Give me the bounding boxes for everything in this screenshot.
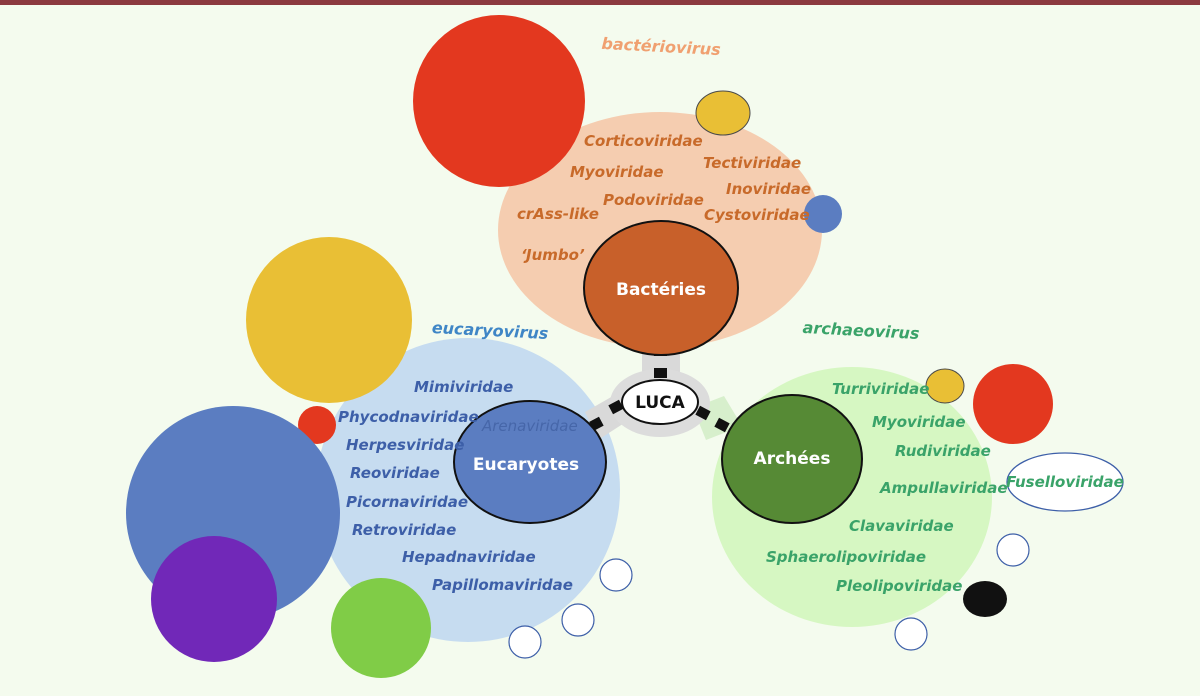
family-label: Herpesviridae bbox=[346, 436, 464, 454]
bacteria-red-circle bbox=[413, 15, 585, 187]
archaea-empty-circle-1 bbox=[996, 533, 1030, 567]
family-label: Phycodnaviridae bbox=[338, 408, 479, 426]
eukaryote-empty-circle-1 bbox=[599, 558, 633, 592]
bacteria-domain-circle bbox=[583, 220, 739, 356]
fuselloviridae-outline bbox=[1006, 452, 1124, 512]
archaea-family-labels: Turriviridae Myoviridae Rudiviridae Ampu… bbox=[766, 380, 1124, 595]
bacteria-family-labels: Corticoviridae Myoviridae Tectiviridae I… bbox=[517, 132, 811, 264]
archaea-empty-circle-2 bbox=[894, 617, 928, 651]
eukaryote-yellow-circle bbox=[246, 237, 412, 403]
archaea-group-label: archaeovirus bbox=[802, 318, 920, 343]
bacteria-blue-circle bbox=[804, 195, 842, 233]
family-label: Inoviridae bbox=[726, 180, 811, 198]
family-label: Podoviridae bbox=[603, 191, 704, 209]
family-label: Hepadnaviridae bbox=[402, 548, 536, 566]
eukaryote-domain-circle bbox=[453, 400, 607, 524]
luca-node bbox=[621, 379, 699, 425]
eukaryote-red-circle bbox=[298, 406, 336, 444]
family-label: Arenaviridae bbox=[481, 417, 578, 435]
luca-label: LUCA bbox=[635, 393, 686, 413]
eukaryote-domain-label: Eucaryotes bbox=[473, 455, 579, 475]
bacteria-group-label: bactériovirus bbox=[601, 34, 721, 59]
archaea-yellow-circle bbox=[925, 368, 965, 404]
bacteria-domain-label: Bactéries bbox=[616, 280, 706, 300]
family-label: Myoviridae bbox=[570, 163, 664, 181]
archaea-red-circle bbox=[973, 364, 1053, 444]
eukaryote-empty-circle-2 bbox=[561, 603, 595, 637]
family-label: Tectiviridae bbox=[703, 154, 801, 172]
family-label: Ampullaviridae bbox=[879, 479, 1008, 497]
eukaryote-green-circle bbox=[331, 578, 431, 678]
family-label: Cystoviridae bbox=[704, 206, 810, 224]
family-label: Reoviridae bbox=[350, 464, 440, 482]
eukaryote-purple-circle bbox=[151, 536, 277, 662]
top-border bbox=[0, 0, 1200, 5]
family-label: Picornaviridae bbox=[346, 493, 468, 511]
bacteria-yellow-circle bbox=[695, 90, 751, 136]
family-label: Retroviridae bbox=[352, 521, 456, 539]
archaea-domain-label: Archées bbox=[754, 449, 831, 469]
family-label: Mimiviridae bbox=[414, 378, 513, 396]
archaea-black-circle bbox=[963, 581, 1007, 617]
family-label: Rudiviridae bbox=[895, 442, 991, 460]
archaea-domain-circle bbox=[721, 394, 863, 524]
family-label: Turriviridae bbox=[832, 380, 929, 398]
family-label: Corticoviridae bbox=[584, 132, 703, 150]
eukaryote-family-labels: Mimiviridae Phycodnaviridae Arenaviridae… bbox=[338, 378, 578, 594]
family-label: Clavaviridae bbox=[849, 517, 954, 535]
family-label: Papillomaviridae bbox=[432, 576, 573, 594]
family-label: ‘Jumbo’ bbox=[521, 246, 585, 264]
virus-particles bbox=[126, 15, 1124, 678]
eukaryote-empty-circle-3 bbox=[508, 625, 542, 659]
family-label: Pleolipoviridae bbox=[836, 577, 962, 595]
family-label: Myoviridae bbox=[872, 413, 966, 431]
family-label: Sphaerolipoviridae bbox=[766, 548, 926, 566]
family-label: Fuselloviridae bbox=[1006, 473, 1124, 491]
family-label: crAss-like bbox=[517, 205, 599, 223]
